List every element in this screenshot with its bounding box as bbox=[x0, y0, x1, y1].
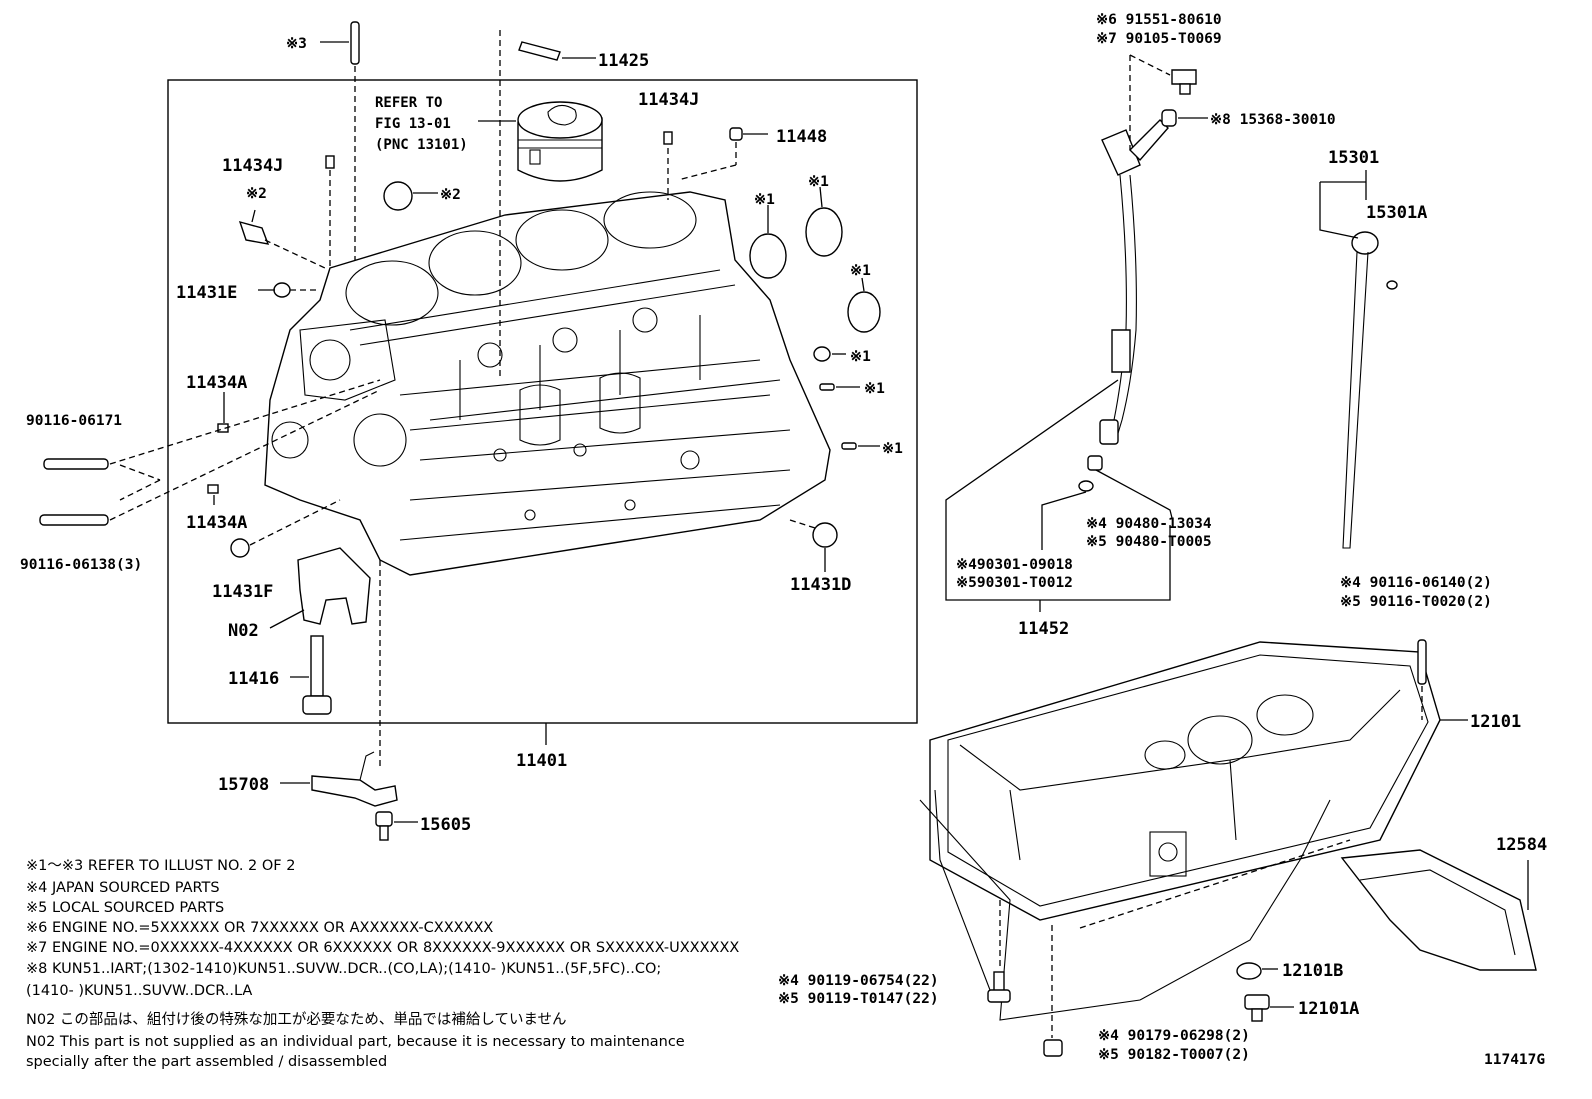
studs-left bbox=[39, 379, 381, 526]
bolt-6-7 bbox=[1171, 69, 1197, 85]
label-11425: 11425 bbox=[598, 51, 649, 71]
bolt-11416 bbox=[302, 635, 332, 715]
marker-1e: ※1 bbox=[864, 381, 885, 397]
note-line: N02 この部品は、組付け後の特殊な加工が必要なため、単品では補給していません bbox=[26, 1011, 567, 1028]
marker-2b: ※2 bbox=[440, 187, 461, 203]
label-g4b: ※490301-09018 bbox=[956, 557, 1073, 573]
label-11434J-left: 11434J bbox=[222, 156, 283, 176]
label-15708: 15708 bbox=[218, 775, 269, 795]
label-11401: 11401 bbox=[516, 751, 567, 771]
note-line: ※1～※3 REFER TO ILLUST NO. 2 OF 2 bbox=[26, 858, 295, 874]
piston-illustration bbox=[517, 101, 603, 182]
label-15301A: 15301A bbox=[1366, 203, 1427, 223]
label-b5: ※5 90119-T0147(22) bbox=[778, 991, 939, 1007]
label-11434A-top: 11434A bbox=[186, 373, 247, 393]
refer-line-2: FIG 13-01 bbox=[375, 116, 451, 132]
gasket-a bbox=[1087, 455, 1103, 471]
diagram-id: 117417G bbox=[1484, 1052, 1545, 1068]
refer-line-1: REFER TO bbox=[375, 95, 442, 111]
stud-pan bbox=[1417, 639, 1427, 685]
label-g5a: ※5 90480-T0005 bbox=[1086, 534, 1212, 550]
label-11431E: 11431E bbox=[176, 283, 237, 303]
label-90116-06138: 90116-06138(3) bbox=[20, 557, 142, 573]
plug-12101A bbox=[1244, 994, 1270, 1022]
label-d7: ※7 90105-T0069 bbox=[1096, 31, 1222, 47]
label-g5b: ※590301-T0012 bbox=[956, 575, 1073, 591]
note-line: ※7 ENGINE NO.=0XXXXXX-4XXXXXX OR 6XXXXXX… bbox=[26, 940, 739, 956]
label-k4: ※4 90179-06298(2) bbox=[1098, 1028, 1250, 1044]
label-12101A: 12101A bbox=[1298, 999, 1359, 1019]
bolt-15605 bbox=[375, 811, 393, 841]
label-11416: 11416 bbox=[228, 669, 279, 689]
label-11434A-bottom: 11434A bbox=[186, 513, 247, 533]
label-k5: ※5 90182-T0007(2) bbox=[1098, 1047, 1250, 1063]
note-line: ※6 ENGINE NO.=5XXXXXX OR 7XXXXXX OR AXXX… bbox=[26, 920, 493, 936]
o-ring-b bbox=[1078, 480, 1094, 492]
label-90116-06171: 90116-06171 bbox=[26, 413, 122, 429]
label-11431F: 11431F bbox=[212, 582, 273, 602]
n02-bracket bbox=[297, 547, 371, 625]
gauge-o-ring bbox=[1386, 280, 1398, 290]
label-d8: ※8 15368-30010 bbox=[1210, 112, 1336, 128]
label-b4: ※4 90119-06754(22) bbox=[778, 973, 939, 989]
label-s4: ※4 90116-06140(2) bbox=[1340, 575, 1492, 591]
note-line: ※4 JAPAN SOURCED PARTS bbox=[26, 880, 220, 896]
label-11431D: 11431D bbox=[790, 575, 851, 595]
label-N02: N02 bbox=[228, 621, 259, 641]
marker-1d: ※1 bbox=[850, 349, 871, 365]
notes-block: ※1～※3 REFER TO ILLUST NO. 2 OF 2 ※4 JAPA… bbox=[26, 858, 739, 1070]
nut-pan bbox=[1043, 1039, 1063, 1057]
label-12101B: 12101B bbox=[1282, 961, 1343, 981]
label-11434J-top: 11434J bbox=[638, 90, 699, 110]
label-d6: ※6 91551-80610 bbox=[1096, 12, 1222, 28]
note-line: N02 This part is not supplied as an indi… bbox=[26, 1034, 685, 1050]
oil-level-gauge bbox=[1342, 231, 1379, 549]
assembly-frame bbox=[167, 79, 918, 724]
marker-1a: ※1 bbox=[754, 192, 775, 208]
label-15301: 15301 bbox=[1328, 148, 1379, 168]
marker-1b: ※1 bbox=[808, 174, 829, 190]
callout-labels: 11425 11434J 11448 11434J REFER TO FIG 1… bbox=[20, 12, 1547, 1068]
note-line: ※5 LOCAL SOURCED PARTS bbox=[26, 900, 224, 916]
label-11452: 11452 bbox=[1018, 619, 1069, 639]
marker-1c: ※1 bbox=[850, 263, 871, 279]
marker-2a: ※2 bbox=[246, 186, 267, 202]
sensor-15708 bbox=[311, 775, 398, 807]
marker-1f: ※1 bbox=[882, 441, 903, 457]
stud-top bbox=[350, 21, 360, 65]
oil-pan-illustration bbox=[919, 641, 1441, 1021]
small-parts bbox=[207, 127, 881, 572]
note-line: specially after the part assembled / dis… bbox=[26, 1054, 387, 1070]
cylinder-block-illustration bbox=[264, 191, 831, 576]
gauge-guide-illustration bbox=[1099, 119, 1169, 445]
label-s5: ※5 90116-T0020(2) bbox=[1340, 594, 1492, 610]
refer-line-3: (PNC 13101) bbox=[375, 137, 468, 153]
baffle-12584 bbox=[1340, 849, 1537, 971]
label-11448: 11448 bbox=[776, 127, 827, 147]
stud-11425 bbox=[518, 41, 561, 61]
note-line: ※8 KUN51..IART;(1302-1410)KUN51..SUVW..D… bbox=[26, 961, 661, 977]
marker-3: ※3 bbox=[286, 36, 307, 52]
label-15605: 15605 bbox=[420, 815, 471, 835]
gasket-12101B bbox=[1236, 962, 1262, 980]
o-ring-8 bbox=[1161, 109, 1177, 127]
label-12101: 12101 bbox=[1470, 712, 1521, 732]
label-12584: 12584 bbox=[1496, 835, 1547, 855]
note-line: (1410- )KUN51..SUVW..DCR..LA bbox=[26, 983, 252, 999]
label-g4a: ※4 90480-13034 bbox=[1086, 516, 1212, 532]
bolt-pan bbox=[987, 971, 1011, 1003]
